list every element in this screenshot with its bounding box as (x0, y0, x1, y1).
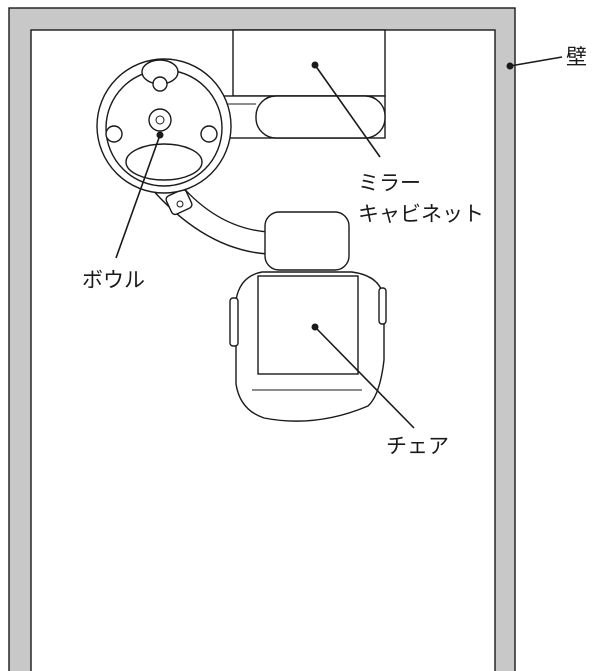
bowl-label: ボウル (82, 268, 145, 292)
chair-callout: チェア (311, 323, 449, 458)
bowl-drain (148, 108, 172, 132)
chair-leader-line (314, 326, 415, 429)
chair-label: チェア (386, 434, 449, 458)
mirror-cabinet-callout: ミラー キャビネット (311, 61, 484, 226)
bowl-right-knob (200, 125, 218, 143)
bowl-arm-joint (165, 188, 193, 216)
bowl-unit (96, 58, 269, 255)
bowl-drain-center (155, 115, 165, 125)
chair-left-armrest (229, 297, 239, 347)
mirror-cabinet-basin (255, 95, 386, 139)
wall-leader-line (509, 56, 563, 67)
mirror-cabinet-top (232, 29, 386, 97)
mirror-cabinet-label-line2: キャビネット (358, 202, 484, 226)
chair-headrest (264, 211, 350, 271)
mirror-cabinet-leader-line (314, 64, 381, 158)
dental-chair (229, 211, 387, 422)
bowl-faucet (152, 76, 168, 92)
bowl-leader-line (115, 134, 161, 259)
mirror-cabinet (221, 29, 386, 139)
bowl-arm-pin (176, 200, 184, 208)
wall-label: 壁 (566, 45, 587, 69)
bowl-basin (125, 143, 203, 181)
chair-seat (257, 275, 359, 375)
bowl-left-knob (105, 125, 123, 143)
mirror-cabinet-label-line1: ミラー (358, 171, 421, 195)
chair-right-armrest (378, 287, 387, 325)
wall-callout: 壁 (506, 45, 587, 70)
bowl-callout: ボウル (82, 131, 164, 292)
